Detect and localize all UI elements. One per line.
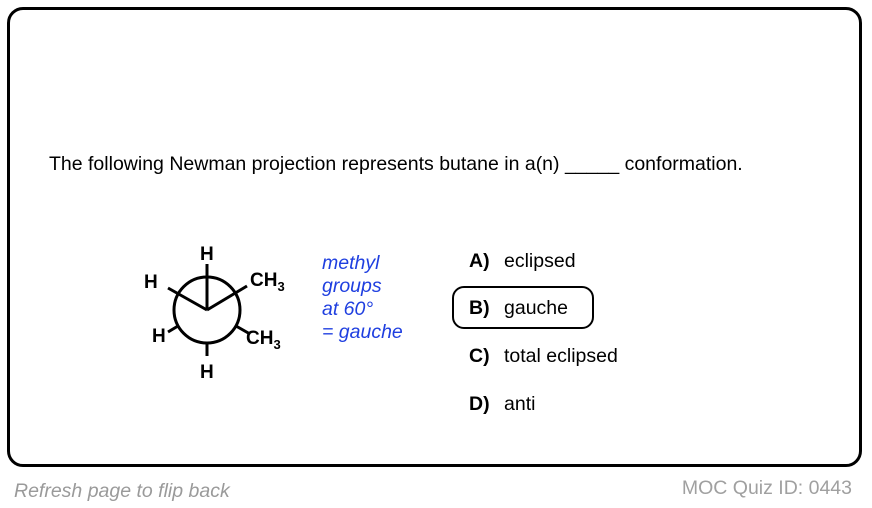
option-d[interactable]: D) anti: [469, 392, 535, 416]
option-letter: D): [469, 393, 490, 415]
atom-back-bottom: H: [200, 362, 214, 383]
option-c[interactable]: C) total eclipsed: [469, 344, 618, 368]
front-bond-right: [206, 284, 248, 312]
atom-front-right: CH3: [250, 270, 285, 294]
back-bond-right: [235, 324, 251, 336]
option-text: anti: [504, 393, 536, 415]
annotation-line: at 60°: [322, 298, 374, 320]
option-text: gauche: [504, 297, 568, 319]
annotation-line: = gauche: [322, 321, 403, 343]
newman-projection: H H CH3 H H CH3: [144, 244, 285, 383]
atom-front-left: H: [144, 272, 158, 293]
atom-back-right: CH3: [246, 328, 281, 352]
question-text: The following Newman projection represen…: [49, 153, 743, 175]
atom-back-left: H: [152, 326, 166, 347]
option-a[interactable]: A) eclipsed: [469, 249, 576, 273]
atom-front-top: H: [200, 244, 214, 265]
option-text: total eclipsed: [504, 345, 618, 367]
quiz-card[interactable]: [7, 7, 862, 467]
option-letter: B): [469, 297, 490, 319]
option-letter: C): [469, 345, 490, 367]
annotation-line: groups: [322, 275, 382, 297]
annotation-line: methyl: [322, 252, 380, 274]
gauche-annotation: methyl groups at 60° = gauche: [322, 252, 403, 344]
quiz-id: MOC Quiz ID: 0443: [681, 477, 852, 499]
flip-back-hint: Refresh page to flip back: [14, 480, 230, 502]
option-b[interactable]: B) gauche: [469, 296, 568, 320]
option-letter: A): [469, 250, 490, 272]
front-bond-left: [167, 286, 208, 312]
option-text: eclipsed: [504, 250, 576, 272]
correct-answer-highlight: [452, 286, 594, 329]
back-bond-left: [167, 324, 179, 334]
